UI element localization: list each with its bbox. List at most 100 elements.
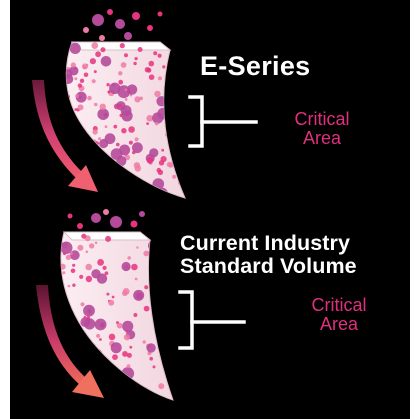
curved-arrow-icon bbox=[32, 80, 98, 192]
particle-dot bbox=[119, 181, 124, 186]
particle-dot bbox=[86, 316, 91, 320]
particle-dot bbox=[134, 57, 138, 61]
particle-dot bbox=[113, 381, 119, 387]
particle-dot bbox=[65, 311, 71, 318]
particle-dot bbox=[111, 295, 115, 299]
particle-dot bbox=[66, 47, 69, 51]
particle-dot bbox=[148, 74, 155, 80]
particle-dot bbox=[77, 244, 84, 251]
particle-dot bbox=[113, 178, 116, 182]
particle-dot bbox=[144, 193, 147, 197]
particle-dot bbox=[83, 72, 89, 78]
particle-dot bbox=[122, 320, 134, 332]
particle-dot bbox=[70, 268, 76, 274]
particle-dot bbox=[142, 340, 146, 344]
particle-dot bbox=[97, 259, 104, 266]
particle-dot bbox=[60, 396, 65, 400]
particle-dot bbox=[60, 310, 64, 317]
particle-dot bbox=[73, 336, 77, 340]
curved-arrow-icon bbox=[36, 285, 104, 398]
particle-dot bbox=[149, 356, 153, 361]
particle-dot bbox=[66, 188, 78, 198]
particle-dot bbox=[144, 285, 149, 290]
particle-dot bbox=[104, 125, 108, 129]
particle-dot bbox=[130, 187, 135, 193]
standard-volume-title-line2: Standard Volume bbox=[180, 253, 357, 278]
particle-dot bbox=[145, 183, 149, 187]
particle-dot bbox=[173, 138, 185, 151]
particle-dot bbox=[96, 333, 101, 338]
particle-dot bbox=[114, 368, 119, 373]
particle-dot bbox=[69, 251, 73, 256]
particle-dot bbox=[157, 187, 168, 198]
particle-dot bbox=[118, 402, 120, 404]
particle-dot bbox=[72, 283, 76, 287]
particle-dot bbox=[57, 291, 60, 294]
particle-dot bbox=[64, 314, 72, 321]
particle-dot bbox=[60, 313, 62, 320]
particle-dot bbox=[97, 365, 108, 375]
particle-dot bbox=[88, 191, 99, 198]
particle-dot bbox=[97, 108, 109, 120]
particle-dot bbox=[108, 299, 115, 306]
particle-dot bbox=[105, 235, 112, 242]
critical-area-label-top: Critical Area bbox=[278, 110, 366, 148]
particle-dot bbox=[119, 144, 131, 156]
particle-dot bbox=[82, 65, 87, 70]
particle-dot bbox=[133, 61, 137, 66]
particle-dot bbox=[157, 397, 161, 400]
particle-dot bbox=[139, 211, 145, 217]
particle-dot bbox=[131, 263, 138, 271]
particle-dot bbox=[148, 60, 155, 67]
particle-dot bbox=[81, 233, 87, 239]
particle-dot bbox=[54, 377, 60, 383]
particle-dot bbox=[157, 53, 162, 58]
particle-dot bbox=[71, 350, 78, 357]
particle-dot bbox=[76, 122, 81, 127]
particle-dot bbox=[126, 364, 131, 369]
particle-dot bbox=[106, 83, 110, 87]
particle-dot bbox=[110, 342, 122, 354]
particle-dot bbox=[106, 292, 110, 296]
particle-dot bbox=[107, 9, 113, 15]
particle-dot bbox=[83, 315, 87, 319]
particle-dot bbox=[103, 209, 109, 215]
particle-dot bbox=[166, 71, 171, 76]
particle-dot bbox=[89, 58, 96, 65]
bracket-icon bbox=[188, 95, 258, 148]
particle-dot bbox=[160, 282, 164, 286]
particle-dot bbox=[80, 302, 85, 307]
particle-dot bbox=[167, 297, 174, 304]
particle-dot bbox=[60, 316, 64, 323]
particle-dot bbox=[164, 116, 170, 121]
particle-dot bbox=[174, 76, 185, 90]
particle-dot bbox=[122, 351, 128, 357]
particle-dot bbox=[158, 383, 165, 390]
particle-dot bbox=[70, 117, 74, 121]
particle-dot bbox=[159, 199, 168, 208]
particle-dot bbox=[100, 56, 112, 67]
particle-dot bbox=[99, 35, 105, 41]
particle-dot bbox=[72, 263, 76, 267]
particle-dot bbox=[67, 105, 71, 109]
particle-dot bbox=[158, 232, 165, 239]
particle-dot bbox=[115, 19, 125, 29]
particle-dot bbox=[108, 333, 116, 341]
particle-dot bbox=[99, 138, 109, 149]
critical-area-label-bottom-line1: Critical bbox=[311, 295, 367, 315]
particle-dot bbox=[154, 122, 159, 126]
particle-dot bbox=[146, 115, 153, 122]
particle-dot bbox=[75, 94, 79, 98]
particle-dot bbox=[158, 76, 162, 81]
particle-dot bbox=[85, 150, 89, 155]
particle-dot bbox=[153, 241, 160, 248]
particle-dot bbox=[98, 373, 104, 379]
particle-dot bbox=[74, 77, 78, 81]
particle-dot bbox=[62, 312, 66, 316]
particle-dot bbox=[143, 250, 150, 257]
e-series-title: E-Series bbox=[200, 51, 311, 81]
particle-dot bbox=[70, 62, 76, 68]
particle-dot bbox=[170, 346, 173, 350]
particle-dot bbox=[98, 137, 101, 141]
particle-dot bbox=[69, 320, 77, 328]
